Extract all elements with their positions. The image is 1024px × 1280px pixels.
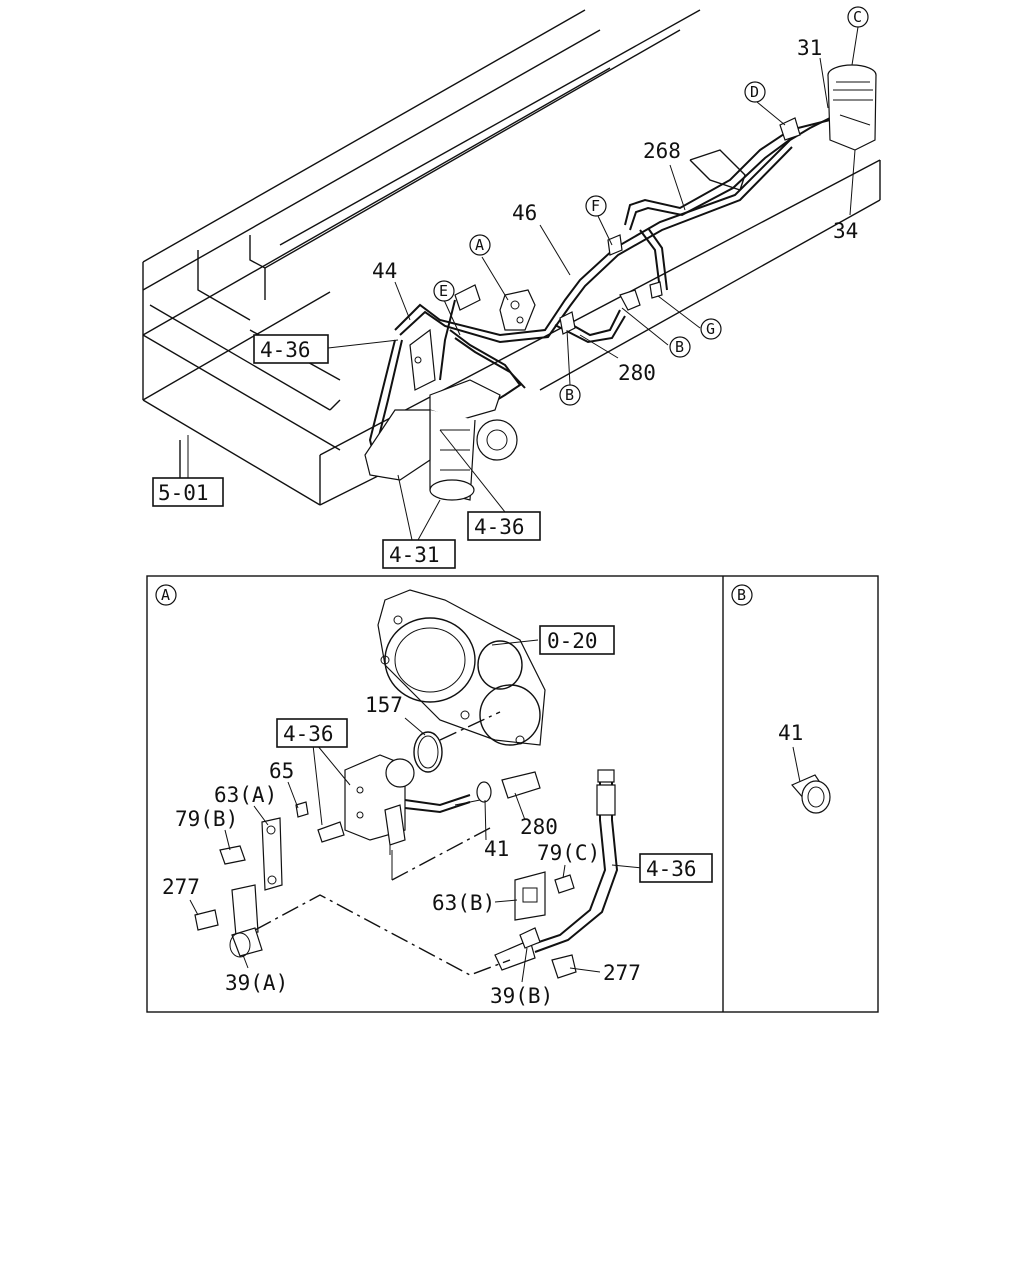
ref-4-36-a: 4-36: [260, 338, 311, 362]
callout-34: 34: [833, 219, 858, 243]
callout-79b: 79(B): [175, 807, 238, 831]
callout-39a: 39(A): [225, 971, 288, 995]
pump-assembly-top: [364, 117, 801, 501]
callout-63b: 63(B): [432, 891, 495, 915]
circle-B-2: B: [565, 386, 574, 404]
circle-C: C: [853, 8, 862, 26]
panel-b-label: B: [737, 586, 746, 604]
part-number-callouts: 31 268 34 46 44 280 157 65 63(A) 79(B) 2…: [162, 36, 858, 1008]
callout-280-top: 280: [618, 361, 656, 385]
ref-0-20: 0-20: [547, 629, 598, 653]
callout-41-panel-b: 41: [778, 721, 803, 745]
callout-280-detail: 280: [520, 815, 558, 839]
callout-46: 46: [512, 201, 537, 225]
ref-4-31: 4-31: [389, 543, 440, 567]
ref-4-36-b: 4-36: [474, 515, 525, 539]
callout-79c: 79(C): [537, 841, 600, 865]
panel-a-label: A: [161, 586, 170, 604]
pipe-routing: [368, 117, 831, 461]
reference-boxes: 4-36 5-01 4-36 4-31 0-20 4-36 4-36: [152, 334, 713, 883]
circle-B-1: B: [675, 338, 684, 356]
callout-65: 65: [269, 759, 294, 783]
fluid-reservoir: [827, 64, 877, 151]
callout-277-left: 277: [162, 875, 200, 899]
detail-a-drawing: [189, 589, 643, 983]
callout-44: 44: [372, 259, 397, 283]
callout-41-detail: 41: [484, 837, 509, 861]
detail-b-drawing: [791, 746, 831, 814]
callout-157: 157: [365, 693, 403, 717]
callout-39b: 39(B): [490, 984, 553, 1008]
callout-31: 31: [797, 36, 822, 60]
circle-G: G: [706, 320, 715, 338]
callout-277-right: 277: [603, 961, 641, 985]
ref-5-01: 5-01: [158, 481, 209, 505]
circle-D: D: [750, 83, 759, 101]
ref-4-36-c: 4-36: [283, 722, 334, 746]
circle-E: E: [439, 282, 448, 300]
callout-63a: 63(A): [214, 783, 277, 807]
circle-callouts: C D F A E G B B A B: [155, 6, 869, 606]
ref-4-36-d: 4-36: [646, 857, 697, 881]
callout-268: 268: [643, 139, 681, 163]
circle-F: F: [591, 197, 600, 215]
leader-lines-top: [187, 26, 859, 541]
circle-A: A: [475, 236, 484, 254]
detail-panel-frame: [146, 575, 879, 1013]
